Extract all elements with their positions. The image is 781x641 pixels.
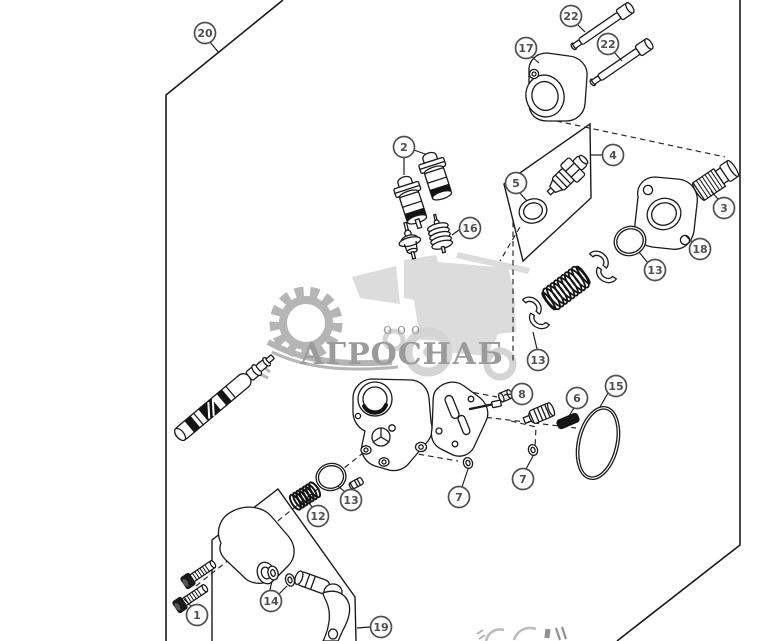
- callout-3[interactable]: 3: [710, 190, 736, 220]
- bolt-part: [570, 2, 635, 51]
- bolt-part: [589, 38, 654, 87]
- washer-part: [284, 573, 296, 587]
- callout-22[interactable]: 22: [559, 4, 586, 33]
- spool-shaft-part: [173, 354, 275, 442]
- svg-text:12: 12: [310, 510, 325, 523]
- svg-text:16: 16: [462, 222, 478, 235]
- bonnet-cover-part: [217, 506, 295, 585]
- callout-15[interactable]: 15: [599, 374, 628, 408]
- spring-small-part: [288, 481, 322, 511]
- svg-text:2: 2: [400, 141, 408, 154]
- retainer-half-rings-part: [521, 246, 617, 334]
- callout-12[interactable]: 12: [306, 499, 330, 528]
- svg-text:20: 20: [197, 27, 213, 40]
- watermark-company: АГРОСНАБ: [300, 337, 504, 372]
- callout-2[interactable]: 2: [392, 135, 426, 176]
- callout-7[interactable]: 7: [447, 468, 471, 509]
- svg-text:5: 5: [512, 177, 520, 190]
- svg-text:13: 13: [647, 264, 662, 277]
- disc-stack-part: [426, 213, 454, 254]
- callout-7[interactable]: 7: [511, 455, 535, 491]
- svg-text:13: 13: [530, 354, 545, 367]
- callout-19[interactable]: 19: [356, 615, 393, 639]
- callout-13[interactable]: 13: [638, 251, 667, 282]
- svg-text:22: 22: [563, 10, 578, 23]
- svg-text:8: 8: [518, 388, 526, 401]
- svg-text:4: 4: [609, 149, 617, 162]
- svg-text:15: 15: [608, 380, 623, 393]
- subassembly-box-valve: [503, 122, 592, 263]
- callout-4[interactable]: 4: [591, 143, 625, 167]
- coupler-housing-part: [525, 52, 588, 122]
- valve-body-part: [352, 378, 433, 472]
- callout-17[interactable]: 17: [514, 36, 540, 64]
- valve-cartridge-part: [546, 154, 589, 196]
- cap-screw-part: [180, 560, 217, 590]
- spring-part: [541, 265, 591, 311]
- callout-13[interactable]: 13: [526, 331, 550, 372]
- svg-text:14: 14: [263, 595, 279, 608]
- svg-text:17: 17: [518, 42, 533, 55]
- cap-screw-part: [172, 584, 209, 614]
- svg-text:18: 18: [692, 243, 707, 256]
- callout-16[interactable]: 16: [451, 216, 482, 240]
- seat-ring-part: [518, 198, 548, 224]
- svg-text:22: 22: [600, 38, 615, 51]
- set-screw-part: [556, 412, 580, 430]
- svg-text:1: 1: [193, 609, 201, 622]
- callout-18[interactable]: 18: [684, 234, 712, 261]
- callout-13[interactable]: 13: [337, 485, 363, 512]
- o-ring-part: [613, 225, 647, 257]
- check-valve-part: [418, 151, 453, 201]
- watermark: ооо АГРОСНАБ: [255, 252, 568, 641]
- callout-1[interactable]: 1: [183, 598, 209, 627]
- cover-plate-part: [430, 381, 502, 457]
- detent-screw-part: [348, 477, 364, 490]
- svg-text:19: 19: [373, 621, 388, 634]
- o-ring-part: [315, 462, 347, 492]
- callout-14[interactable]: 14: [259, 580, 288, 613]
- threaded-plug-part: [691, 159, 740, 201]
- washer-part: [267, 565, 279, 581]
- callouts-layer: 20 22 22 17 2 16 4 5 3 18 13 13 15 6 8 7 7 13 12 1 14 19: [183, 4, 736, 639]
- poppet-part: [398, 221, 422, 260]
- svg-text:7: 7: [455, 491, 463, 504]
- svg-text:13: 13: [343, 494, 358, 507]
- watermark-fragment-bottom: [476, 626, 568, 641]
- washer-part: [527, 443, 539, 457]
- parts: [172, 2, 740, 641]
- watermark-prefix: ооо: [383, 320, 425, 338]
- o-ring-large-part: [575, 406, 621, 480]
- fitting-part: [522, 402, 556, 425]
- svg-text:7: 7: [519, 473, 527, 486]
- svg-text:6: 6: [573, 392, 581, 405]
- check-valve-part: [393, 175, 428, 230]
- washer-part: [462, 456, 474, 470]
- callout-22[interactable]: 22: [596, 32, 623, 62]
- callout-8[interactable]: 8: [503, 382, 534, 406]
- svg-text:3: 3: [720, 202, 728, 215]
- combine-harvester-silhouette: [352, 252, 530, 381]
- gear-icon: [255, 286, 399, 380]
- callout-5[interactable]: 5: [504, 171, 528, 202]
- sheet-border: [165, 0, 741, 641]
- flange-housing-part: [634, 176, 698, 250]
- callout-20[interactable]: 20: [193, 21, 220, 54]
- control-handle-part: [294, 570, 351, 641]
- callout-6[interactable]: 6: [565, 386, 589, 417]
